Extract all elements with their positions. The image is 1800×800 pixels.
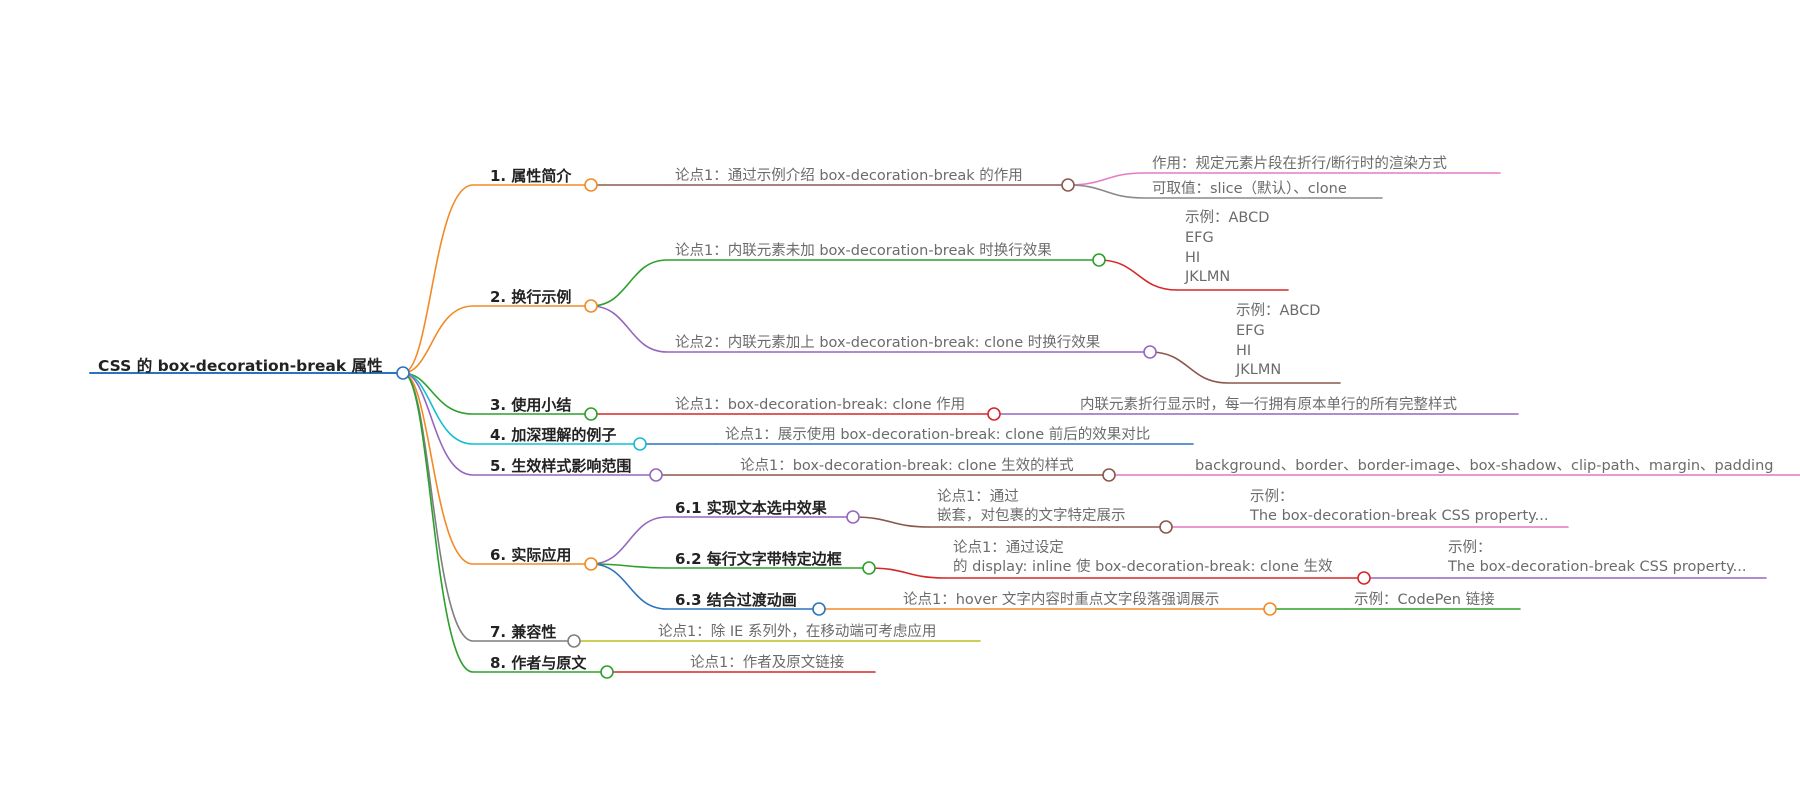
node-label: 示例：CodePen 链接 [1354, 592, 1495, 608]
expand-node-circle [1102, 468, 1116, 482]
connector-line [402, 372, 482, 565]
topic-label: 4. 加深理解的例子 [490, 426, 617, 444]
connector-line [402, 184, 482, 374]
root-topic-label: CSS 的 box-decoration-break 属性 [98, 357, 383, 375]
expand-node-circle [584, 407, 598, 421]
node-label: 6.1 实现文本选中效果 [675, 499, 827, 517]
node-label: 示例：ABCD EFG HI JKLMN [1236, 303, 1321, 379]
expand-node-circle [1357, 571, 1371, 585]
node-label: 可取值：slice（默认）、clone [1152, 181, 1347, 197]
node-label: 示例： The box-decoration-break CSS propert… [1250, 489, 1549, 524]
connector-line [402, 372, 482, 476]
expand-node-circle [633, 437, 647, 451]
topic-label: 5. 生效样式影响范围 [490, 457, 632, 475]
topic-label: 1. 属性简介 [490, 167, 572, 185]
node-label: 6.3 结合过渡动画 [675, 591, 797, 609]
expand-node-circle [649, 468, 663, 482]
node-label: 论点1：作者及原文链接 [690, 655, 845, 671]
node-label: 论点1：通过 嵌套，对包裹的文字特定展示 [937, 489, 1126, 524]
node-label: 内联元素折行显示时，每一行拥有原本单行的所有完整样式 [1080, 397, 1457, 413]
expand-node-circle [987, 407, 1001, 421]
connector-line [852, 516, 930, 528]
connector-line [590, 305, 668, 353]
expand-node-circle [567, 634, 581, 648]
node-label: 论点1：hover 文字内容时重点文字段落强调展示 [903, 592, 1220, 608]
expand-node-circle [584, 299, 598, 313]
expand-node-circle [812, 602, 826, 616]
node-label: 论点1：除 IE 系列外，在移动端可考虑应用 [658, 624, 937, 640]
node-label: 论点2：内联元素加上 box-decoration-break: clone 时… [675, 335, 1101, 351]
node-label: 论点1：box-decoration-break: clone 生效的样式 [740, 458, 1074, 474]
topic-label: 2. 换行示例 [490, 288, 572, 306]
expand-node-circle [584, 178, 598, 192]
node-label: 示例： The box-decoration-break CSS propert… [1448, 540, 1747, 575]
expand-node-circle [1159, 520, 1173, 534]
connector-line [1067, 184, 1145, 199]
node-label: 论点1：通过示例介绍 box-decoration-break 的作用 [675, 168, 1023, 184]
connector-line [590, 516, 668, 565]
expand-node-circle [1263, 602, 1277, 616]
connector-line [1149, 351, 1229, 384]
connector-line [402, 305, 482, 374]
expand-node-circle [396, 366, 410, 380]
connector-line [402, 372, 482, 673]
node-label: 论点1：展示使用 box-decoration-break: clone 前后的… [725, 427, 1151, 443]
connector-line [402, 372, 482, 415]
expand-node-circle [584, 557, 598, 571]
node-label: 作用：规定元素片段在折行/断行时的渲染方式 [1152, 156, 1447, 172]
topic-label: 7. 兼容性 [490, 623, 557, 641]
node-label: 论点1：内联元素未加 box-decoration-break 时换行效果 [675, 243, 1052, 259]
node-label: 6.2 每行文字带特定边框 [675, 550, 842, 568]
connector-line [590, 563, 668, 610]
expand-node-circle [1061, 178, 1075, 192]
node-label: background、border、border-image、box-shado… [1195, 458, 1774, 474]
connector-line [1098, 259, 1178, 291]
node-label: 论点1：box-decoration-break: clone 作用 [675, 397, 966, 413]
topic-label: 3. 使用小结 [490, 396, 572, 414]
expand-node-circle [1092, 253, 1106, 267]
topic-label: 6. 实际应用 [490, 546, 572, 564]
connector-line [590, 563, 668, 569]
topic-label: 8. 作者与原文 [490, 654, 587, 672]
node-label: 论点1：通过设定 的 display: inline 使 box-decorat… [953, 540, 1333, 575]
connector-line [590, 259, 668, 307]
expand-node-circle [846, 510, 860, 524]
expand-node-circle [862, 561, 876, 575]
expand-node-circle [600, 665, 614, 679]
connector-line [868, 567, 946, 579]
node-label: 示例：ABCD EFG HI JKLMN [1185, 210, 1270, 286]
expand-node-circle [1143, 345, 1157, 359]
